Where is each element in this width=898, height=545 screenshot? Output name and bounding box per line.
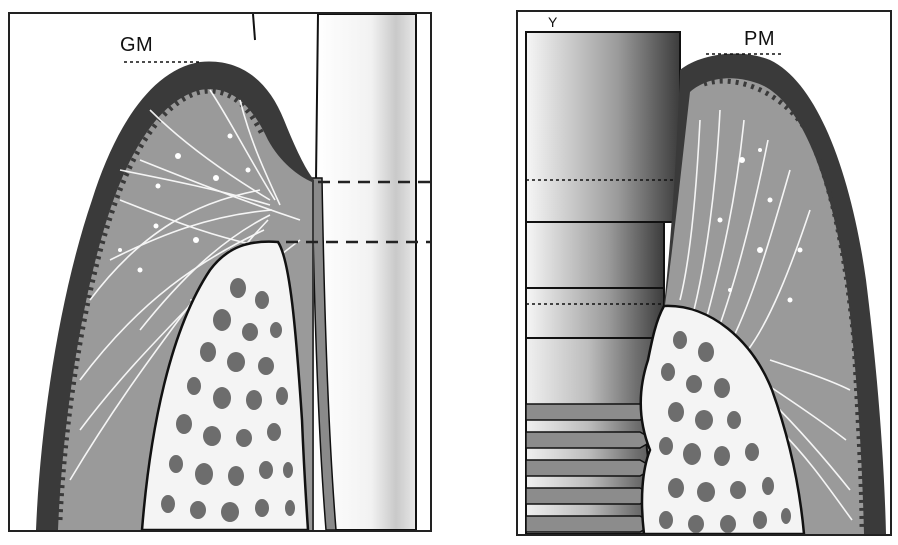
tooth-outline xyxy=(253,14,255,40)
gingival-margin-label: GM xyxy=(120,34,153,57)
peri-implant-margin-label: PM xyxy=(744,28,775,51)
implant-abutment xyxy=(526,32,680,222)
left-diagram xyxy=(36,14,430,530)
implant-collar xyxy=(526,222,664,288)
top-mark-label: Y xyxy=(548,14,558,30)
right-diagram xyxy=(526,32,886,534)
implant-neck xyxy=(526,288,664,338)
